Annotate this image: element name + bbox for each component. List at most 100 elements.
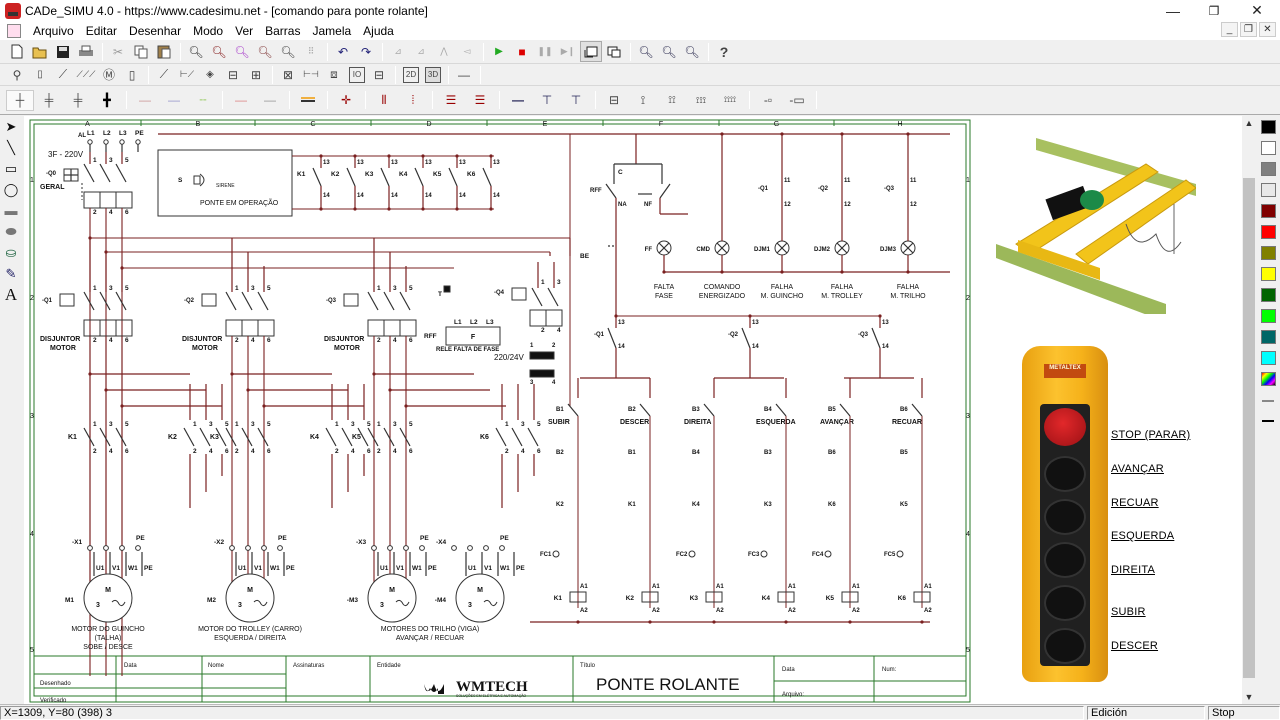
connector-male-icon[interactable]: -▫ [763,93,773,107]
wire-navy-tee2-icon[interactable]: ⊤ [570,93,582,107]
box-icon[interactable]: ▯ [128,67,136,82]
ellipse-icon[interactable]: ◯ [3,181,19,197]
menu-ajuda[interactable]: Ajuda [363,23,394,38]
wire-blue-icon[interactable]: — [168,93,180,107]
view-2d-button[interactable]: 2D [403,66,419,83]
wire-4-icon[interactable]: ╋ [103,93,111,107]
scroll-thumb[interactable] [1243,178,1255,678]
open-icon[interactable] [29,41,51,62]
terminal-5-icon[interactable]: ⟟⟟⟟⟟ [724,95,736,104]
zoom-fit-icon[interactable]: 🔍︎ [188,44,204,59]
fill-bucket-icon[interactable]: ⛀ [5,244,17,260]
arrow-select-icon[interactable]: ➤ [5,118,17,134]
menu-arquivo[interactable]: Arquivo [33,23,74,38]
terminal-3-icon[interactable]: ⟟⟟ [668,94,676,106]
pause-icon[interactable]: ❚❚ [537,46,553,56]
line-width-thick[interactable] [1262,420,1274,422]
document-icon[interactable] [7,23,21,38]
wire-2-icon[interactable]: ╪ [44,93,54,107]
save-icon[interactable] [52,41,74,62]
pendant-label-recuar[interactable]: RECUAR [1111,497,1159,509]
align-right-icon[interactable]: ⊿ [417,46,425,56]
text-icon[interactable]: A [4,284,18,304]
wire-3-icon[interactable]: ╪ [73,93,83,107]
plc-icon[interactable]: ⊟ [373,67,385,82]
motor-icon[interactable]: Ⓜ [102,68,115,82]
copy-icon[interactable] [130,41,152,62]
flip-icon[interactable]: ⋀ [440,46,448,56]
swatch-800000[interactable] [1260,204,1276,218]
swatch-ff0000[interactable] [1260,225,1276,239]
window-cascade-icon[interactable] [603,41,625,62]
junction-icon[interactable]: ✛ [340,93,352,107]
pan-icon[interactable]: 🔍︎ [280,44,296,59]
close-button[interactable]: ✕ [1251,2,1263,18]
pushbutton-icon[interactable]: ⊢⟋ [179,69,195,79]
zoom-page-icon[interactable]: 🔍︎ [211,44,227,59]
timer-icon[interactable]: ⊠ [282,67,294,82]
connector-female-icon[interactable]: -▭ [789,93,805,107]
window-mode-icon[interactable] [580,41,602,62]
triple-v2-icon[interactable]: ⦙ [411,92,415,107]
swatch-808000[interactable] [1260,246,1276,260]
print-icon[interactable] [75,41,97,62]
triple-h2-icon[interactable]: ☰ [474,93,486,107]
switch-3p-icon[interactable]: ⟋⟋⟋ [76,69,96,79]
paste-icon[interactable] [153,41,175,62]
contact-icon[interactable]: ⟋ [159,67,169,81]
zoom-select-icon[interactable]: 🔍︎ [234,44,250,59]
scroll-down-icon[interactable]: ▼ [1244,692,1254,702]
connector-icon[interactable]: ⊢⊣ [303,69,319,79]
filled-rectangle-icon[interactable]: ▬ [4,203,18,218]
terminal-icon[interactable]: ⧈ [330,67,338,81]
vertical-scrollbar[interactable]: ▲ ▼ [1242,116,1256,704]
swatch-006666[interactable] [1260,330,1276,344]
cartridge-icon[interactable]: ▯ [37,69,43,80]
swatch-e8e8e8[interactable] [1260,183,1276,197]
swatch-ffff00[interactable] [1260,267,1276,281]
mdi-minimize-button[interactable]: _ [1221,22,1238,37]
help-icon[interactable]: ? [719,43,729,60]
terminal-2-icon[interactable]: ⟟ [640,92,646,107]
coil-icon[interactable]: ⊟ [227,67,239,82]
new-icon[interactable] [6,41,28,62]
menu-jamela[interactable]: Jamela [312,23,352,38]
wire-pink-icon[interactable]: — [235,93,247,107]
diamond-icon[interactable]: ◈ [206,69,214,80]
zoom-all-icon[interactable]: 🔍︎ [684,44,700,59]
menu-modo[interactable]: Modo [193,23,224,38]
swatch-00ffff[interactable] [1260,351,1276,365]
swatch-000000[interactable] [1260,120,1276,134]
fuse-icon[interactable]: ⚲ [12,67,22,82]
relay-icon[interactable]: ⊞ [250,67,262,82]
pendant-label-direita[interactable]: DIREITA [1111,564,1155,576]
line-width-thin[interactable] [1262,400,1274,402]
stop-icon[interactable]: ■ [518,44,526,59]
terminal-4-icon[interactable]: ⟟⟟⟟ [695,94,707,105]
rectangle-icon[interactable]: ▭ [4,160,18,176]
switch-icon[interactable]: ⟋ [58,67,68,81]
minimize-button[interactable]: — [1166,2,1180,19]
cut-icon[interactable]: ✂ [112,44,124,59]
rotate-icon[interactable]: ◅ [463,46,471,56]
swatch-006400[interactable] [1260,288,1276,302]
zoom-out-icon[interactable]: 🔍︎ [661,44,677,59]
wire-orange-icon[interactable] [294,90,322,111]
menu-barras[interactable]: Barras [265,23,301,38]
swatch-rainbow[interactable] [1260,372,1276,386]
scroll-up-icon[interactable]: ▲ [1244,118,1254,128]
align-left-icon[interactable]: ⊿ [394,46,402,56]
line-tool-icon[interactable]: — [458,67,470,82]
pendant-label-descer[interactable]: DESCER [1111,640,1159,652]
play-icon[interactable]: ▶ [495,46,503,57]
undo-icon[interactable]: ↶ [337,44,349,59]
pendant-label-subir[interactable]: SUBIR [1111,606,1146,618]
maximize-button[interactable]: ❐ [1208,3,1220,18]
io-icon[interactable]: IO [349,66,365,83]
view-3d-button[interactable]: 3D [425,66,441,83]
filled-ellipse-icon[interactable]: ⬬ [5,223,17,239]
swatch-00ff00[interactable] [1260,309,1276,323]
triple-v-icon[interactable]: ⦀ [381,92,387,107]
